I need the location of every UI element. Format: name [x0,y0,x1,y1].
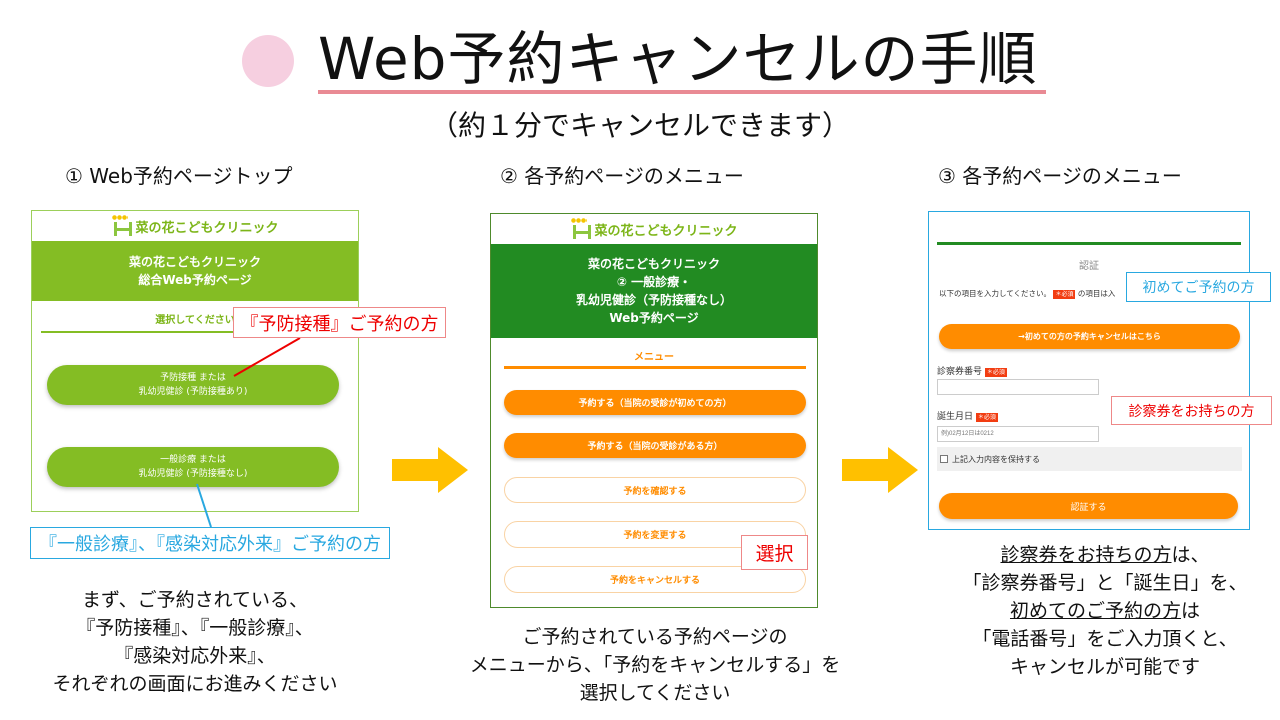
emphasis: 初めてのご予約の方 [1009,600,1181,622]
required-badge: ＊必須 [1053,290,1076,299]
required-badge: ＊必須 [975,413,998,422]
callout-select: 選択 [741,535,808,570]
menu-label: メニュー [634,352,674,363]
label-text: 診察券番号 [937,367,983,377]
arrow-right-icon [842,447,918,493]
callout-first-time: 初めてご予約の方 [1126,272,1271,302]
remember-label: 上記入力内容を保持する [952,454,1040,464]
description-line: 『予防接種』、『一般診療』、 [76,617,314,639]
description-line: 「診察券番号」と「誕生日」を、 [962,572,1248,594]
callout-vaccine: 『予防接種』ご予約の方 [233,307,446,338]
description-line: 診察券をお持ちの方は、 [930,541,1280,569]
callout-general: 『一般診療』、『感染対応外来』ご予約の方 [30,527,390,559]
menu-divider [504,366,806,369]
required-badge: ＊必須 [984,368,1007,377]
description-line: 初めてのご予約の方は [930,597,1280,625]
reserve-returning-button[interactable]: 予約する（当院の受診がある方） [504,433,806,458]
clinic-logo-icon [570,217,592,241]
band-line: 菜の花こどもクリニック [128,255,261,269]
birthday-label: 誕生月日 ＊必須 [937,409,998,422]
authenticate-button[interactable]: 認証する [939,493,1238,519]
header-band: 菜の花こどもクリニック ② 一般診療・ 乳幼児健診（予防接種なし） Web予約ペ… [491,244,817,338]
description-line: ご予約されている予約ページの [522,626,788,648]
select-prompt: 選択してください [155,315,235,326]
logo-text: 菜の花こどもクリニック [594,223,738,239]
birthday-input[interactable] [937,426,1099,442]
step-1-heading: ① Web予約ページトップ [65,164,293,188]
page-title: Web予約キャンセルの手順 [318,25,1038,93]
description-line: それぞれの画面にお進みください [52,673,338,695]
remember-row: 上記入力内容を保持する [937,447,1242,471]
cancel-reservation-button[interactable]: 予約をキャンセルする [504,566,806,593]
step-3-description: 診察券をお持ちの方は、 「診察券番号」と「誕生日」を、 初めてのご予約の方は 「… [930,541,1280,681]
clinic-logo: 菜の花こどもクリニック [491,214,817,244]
step-2-heading: ② 各予約ページのメニュー [500,164,744,188]
first-time-cancel-button[interactable]: →初めての方の予約キャンセルはこちら [939,324,1240,349]
auth-heading: 認証 [1079,261,1099,272]
description-line: 「電話番号」をご入力頂くと、 [972,628,1238,650]
confirm-reservation-button[interactable]: 予約を確認する [504,477,806,503]
band-line: 総合Web予約ページ [138,273,252,287]
title-underline [318,90,1046,94]
band-line: ② 一般診療・ [616,275,692,289]
description-line: キャンセルが可能です [1009,656,1200,678]
callout-ticket-holder: 診察券をお持ちの方 [1111,396,1272,425]
arrow-right-icon [392,447,468,493]
description-line: メニューから、「予約をキャンセルする」を [469,654,841,676]
header-band: 菜の花こどもクリニック 総合Web予約ページ [32,241,358,301]
description-line: 『感染対応外来』、 [114,645,276,667]
page-subtitle: （約１分でキャンセルできます） [429,109,850,142]
general-reservation-button[interactable]: 一般診療 または乳幼児健診 (予防接種なし) [47,447,339,487]
instruction-text: 以下の項目を入力してください。 ＊必須 の項目は入 [939,288,1115,299]
button-line: 一般診療 または [160,455,226,465]
step-2-description: ご予約されている予約ページの メニューから、「予約をキャンセルする」を 選択して… [455,623,855,707]
reserve-first-visit-button[interactable]: 予約する（当院の受診が初めての方） [504,390,806,415]
header-line [937,242,1241,245]
step-3-heading: ③ 各予約ページのメニュー [938,164,1182,188]
band-line: 菜の花こどもクリニック [587,257,720,271]
label-text: 誕生月日 [937,412,974,422]
ticket-number-input[interactable] [937,379,1099,395]
decorative-circle [242,35,294,87]
ticket-number-label: 診察券番号 ＊必須 [937,364,1007,377]
panel-auth-page: 認証 以下の項目を入力してください。 ＊必須 の項目は入 →初めての方の予約キャ… [928,211,1250,530]
divider [41,331,358,333]
description-line: まず、ご予約されている、 [81,589,309,611]
vaccine-reservation-button[interactable]: 予防接種 または乳幼児健診 (予防接種あり) [47,365,339,405]
instruction-tail: の項目は入 [1077,289,1116,298]
clinic-logo-icon [111,214,133,238]
remember-checkbox[interactable] [940,455,948,463]
band-line: Web予約ページ [609,311,699,325]
instruction: 以下の項目を入力してください。 [939,289,1052,298]
emphasis: 診察券をお持ちの方 [1000,544,1172,566]
button-line: 予防接種 または [160,373,226,383]
panel-top-page: 菜の花こどもクリニック 菜の花こどもクリニック 総合Web予約ページ 選択してく… [31,210,359,512]
logo-text: 菜の花こどもクリニック [135,220,279,236]
callout-line-vaccine [233,337,301,377]
clinic-logo: 菜の花こどもクリニック [32,211,358,241]
description-line: 選択してください [579,682,731,704]
button-line: 乳幼児健診 (予防接種なし) [138,469,248,479]
text: は [1181,600,1201,622]
band-line: 乳幼児健診（予防接種なし） [575,293,732,307]
step-1-description: まず、ご予約されている、 『予防接種』、『一般診療』、 『感染対応外来』、 それ… [0,586,390,698]
button-line: 乳幼児健診 (予防接種あり) [138,387,248,397]
text: は、 [1171,544,1210,566]
callout-line-general [196,483,212,528]
